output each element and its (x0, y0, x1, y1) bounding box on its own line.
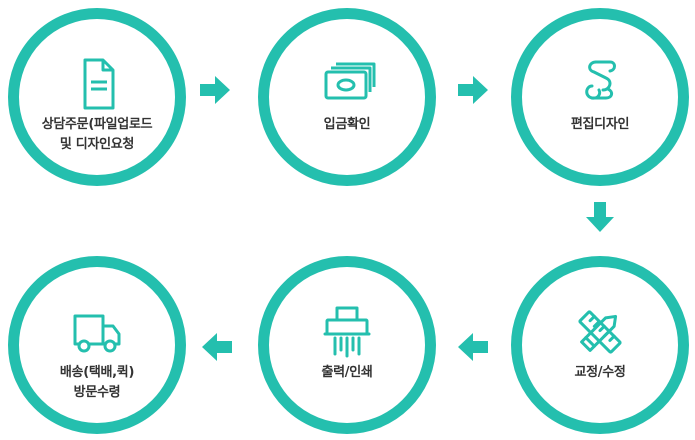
step-payment-confirm: 입금확인 (258, 8, 436, 186)
arrow-right-icon (455, 72, 491, 108)
step-label: 교정/수정 (574, 365, 626, 380)
arrow-left-icon (455, 329, 491, 365)
arrow-right-icon (197, 72, 233, 108)
step-label: 출력/인쇄 (321, 365, 373, 380)
step-output-print: 출력/인쇄 (258, 256, 436, 434)
document-icon (67, 56, 127, 112)
step-label: 편집디자인 (570, 117, 630, 132)
step-editorial-design: 편집디자인 (511, 8, 689, 186)
truck-icon (67, 304, 127, 360)
step-consultation-order: 상담주문(파일업로드 및 디자인요청 (8, 8, 186, 186)
scroll-icon (570, 56, 630, 112)
ruler-pencil-icon (570, 304, 630, 360)
money-icon (317, 56, 377, 112)
step-proofreading: 교정/수정 (511, 256, 689, 434)
arrow-left-icon (199, 329, 235, 365)
arrow-down-icon (582, 199, 618, 235)
step-delivery: 배송(택배,퀵) 방문수령 (8, 256, 186, 434)
step-label: 입금확인 (323, 117, 371, 132)
step-label: 배송(택배,퀵) 방문수령 (59, 365, 135, 400)
step-label: 상담주문(파일업로드 및 디자인요청 (41, 117, 153, 152)
shredder-printer-icon (317, 304, 377, 360)
